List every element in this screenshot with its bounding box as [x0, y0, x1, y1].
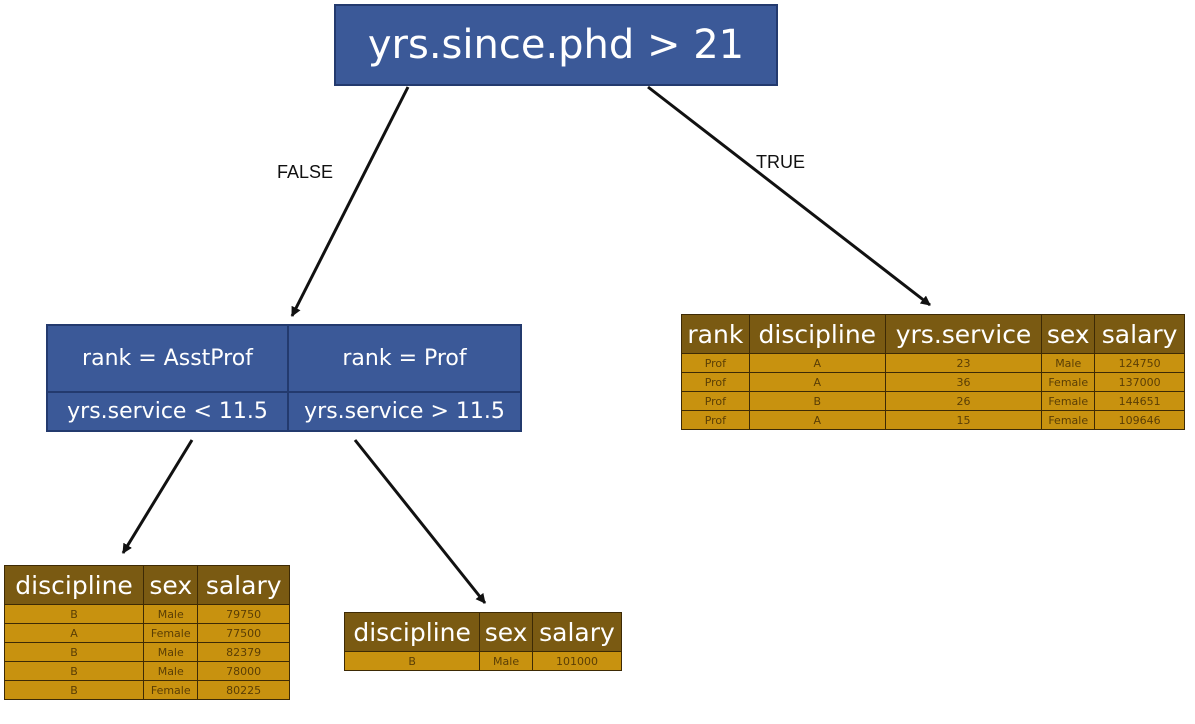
- table-cell: B: [343, 651, 481, 671]
- table-cell: 82379: [197, 642, 290, 662]
- split-label: rank = Prof: [342, 346, 467, 371]
- column-header: yrs.service: [884, 314, 1043, 354]
- table-cell: 36: [884, 372, 1043, 392]
- middle-leaf-arrow: [353, 439, 487, 604]
- column-header: sex: [1041, 314, 1096, 354]
- table-cell: 23: [884, 353, 1043, 373]
- table-cell: Male: [143, 661, 199, 681]
- table-cell: B: [3, 604, 145, 624]
- table-row: Prof B 26 Female 144651: [681, 391, 1185, 411]
- table-header-row: rank discipline yrs.service sex salary: [681, 314, 1185, 354]
- column-header: salary: [531, 612, 623, 652]
- table-cell: A: [748, 372, 886, 392]
- table-cell: Male: [143, 642, 199, 662]
- table-cell: 80225: [197, 680, 290, 700]
- column-header: salary: [1094, 314, 1185, 354]
- table-row: Prof A 36 Female 137000: [681, 372, 1185, 392]
- table-cell: 15: [884, 410, 1043, 430]
- table-cell: 26: [884, 391, 1043, 411]
- table-cell: Male: [143, 604, 199, 624]
- table-cell: B: [3, 642, 145, 662]
- leaf-left-table: discipline sex salary B Male 79750 A Fem…: [3, 565, 290, 700]
- column-header: discipline: [343, 612, 481, 652]
- table-cell: Female: [1041, 372, 1096, 392]
- leaf-right-table: rank discipline yrs.service sex salary P…: [681, 314, 1185, 430]
- leaf-middle-table: discipline sex salary B Male 101000: [343, 612, 623, 671]
- table-cell: 137000: [1094, 372, 1185, 392]
- split-label: yrs.service < 11.5: [67, 399, 268, 424]
- true-branch-arrow: [647, 85, 931, 307]
- column-header: discipline: [748, 314, 886, 354]
- column-header: rank: [681, 314, 750, 354]
- table-cell: 79750: [197, 604, 290, 624]
- table-cell: Male: [1041, 353, 1096, 373]
- table-row: B Female 80225: [3, 680, 290, 700]
- false-label: FALSE: [277, 162, 334, 182]
- root-label: yrs.since.phd > 21: [367, 22, 745, 68]
- table-cell: Male: [479, 651, 533, 671]
- table-cell: A: [748, 410, 886, 430]
- column-header: sex: [479, 612, 533, 652]
- split-label: yrs.service > 11.5: [304, 399, 505, 424]
- column-header: discipline: [3, 565, 145, 605]
- table-cell: 78000: [197, 661, 290, 681]
- table-cell: Female: [1041, 391, 1096, 411]
- left-leaf-arrow: [121, 439, 194, 554]
- table-row: A Female 77500: [3, 623, 290, 643]
- table-row: B Male 82379: [3, 642, 290, 662]
- table-cell: B: [3, 661, 145, 681]
- table-cell: A: [3, 623, 145, 643]
- table-cell: B: [3, 680, 145, 700]
- table-row: B Male 101000: [343, 651, 623, 671]
- table-row: B Male 78000: [3, 661, 290, 681]
- column-header: salary: [197, 565, 290, 605]
- false-branch-arrow: [290, 86, 410, 317]
- table-row: Prof A 23 Male 124750: [681, 353, 1185, 373]
- table-cell: Female: [143, 623, 199, 643]
- table-cell: Prof: [681, 410, 750, 430]
- table-cell: A: [748, 353, 886, 373]
- split-label: rank = AsstProf: [82, 346, 253, 371]
- table-cell: B: [748, 391, 886, 411]
- root-node: yrs.since.phd > 21: [334, 4, 778, 86]
- table-cell: Prof: [681, 372, 750, 392]
- table-header-row: discipline sex salary: [3, 565, 290, 605]
- true-label: TRUE: [756, 152, 805, 172]
- table-row: Prof A 15 Female 109646: [681, 410, 1185, 430]
- table-cell: Female: [1041, 410, 1096, 430]
- table-cell: 109646: [1094, 410, 1185, 430]
- column-header: sex: [143, 565, 199, 605]
- table-header-row: discipline sex salary: [343, 612, 623, 652]
- table-row: B Male 79750: [3, 604, 290, 624]
- split-cell-service-gt: yrs.service > 11.5: [287, 391, 522, 432]
- table-cell: 101000: [531, 651, 623, 671]
- split-cell-service-lt: yrs.service < 11.5: [46, 391, 289, 432]
- table-cell: 124750: [1094, 353, 1185, 373]
- split-cell-rank-asstprof: rank = AsstProf: [46, 324, 289, 393]
- table-cell: Prof: [681, 391, 750, 411]
- table-cell: Female: [143, 680, 199, 700]
- table-cell: 144651: [1094, 391, 1185, 411]
- split-cell-rank-prof: rank = Prof: [287, 324, 522, 393]
- table-cell: Prof: [681, 353, 750, 373]
- table-cell: 77500: [197, 623, 290, 643]
